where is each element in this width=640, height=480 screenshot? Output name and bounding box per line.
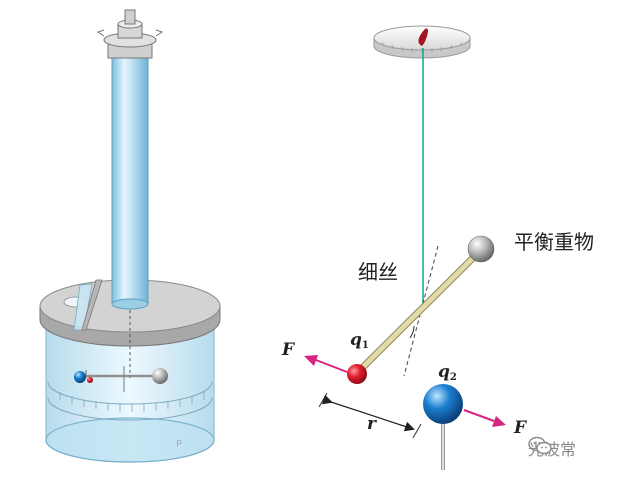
force-arrow-right bbox=[463, 409, 506, 427]
charge-q2-ball-icon bbox=[423, 384, 463, 424]
charge-q2-label: q2 bbox=[438, 362, 457, 383]
svg-text:P: P bbox=[176, 439, 182, 450]
torsion-head-knob bbox=[124, 9, 136, 25]
charge-q2-symbol: q bbox=[438, 362, 450, 382]
charge-q1-label: q1 bbox=[350, 330, 369, 351]
distance-label: r bbox=[367, 414, 376, 434]
reference-dashed-line bbox=[403, 245, 439, 377]
counterweight-ball-icon bbox=[467, 235, 495, 263]
counterweight-label: 平衡重物 bbox=[514, 230, 594, 254]
charge-q1-subscript: 1 bbox=[361, 340, 369, 351]
torsion-balance-apparatus: P bbox=[39, 9, 221, 463]
cylinder-scale-ticks bbox=[59, 392, 205, 412]
balance-rod bbox=[353, 247, 484, 377]
force-left-label: F bbox=[282, 340, 295, 360]
wechat-icon bbox=[528, 436, 552, 455]
charge-q1-ball-icon bbox=[347, 364, 367, 384]
glass-column bbox=[111, 53, 149, 305]
inner-fixed-ball-icon bbox=[74, 371, 86, 383]
cylinder-bottom bbox=[45, 417, 215, 463]
dial-pointer-icon bbox=[418, 28, 428, 46]
charge-q1-symbol: q bbox=[350, 330, 362, 350]
angle-arc bbox=[409, 325, 415, 339]
charge-q2-subscript: 2 bbox=[449, 372, 457, 383]
fiber-label: 细丝 bbox=[358, 260, 398, 284]
torsion-head-dial bbox=[373, 25, 471, 59]
force-right-label: F bbox=[514, 418, 527, 438]
watermark: 光波常 bbox=[528, 436, 576, 460]
inner-counterweight-icon bbox=[152, 368, 168, 384]
force-arrow-left bbox=[304, 355, 348, 373]
distance-dimension bbox=[318, 392, 422, 439]
